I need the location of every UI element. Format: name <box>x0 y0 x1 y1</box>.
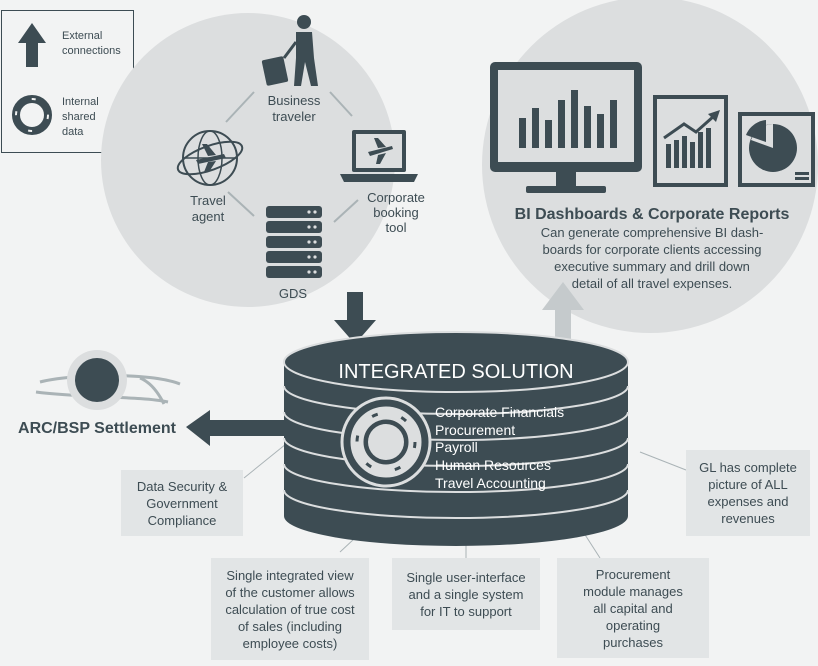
business-traveler-label-1: Business <box>268 93 321 108</box>
bi-desc-line-1: Can generate comprehensive BI dash- <box>541 225 764 240</box>
bi-desc-line-3: executive summary and drill down <box>554 259 750 274</box>
bi-desc-line-4: detail of all travel expenses. <box>572 276 732 291</box>
cycle-arrows-icon <box>340 396 432 488</box>
report-trend-icon <box>653 95 728 187</box>
travel-agent-label-1: Travel <box>190 193 226 208</box>
business-traveler-icon <box>261 15 318 86</box>
corporate-booking-label-2: booking <box>373 205 419 220</box>
legend-external-label: External connections <box>62 30 121 57</box>
callout-single-ui: Single user-interface and a single syste… <box>392 558 540 630</box>
monitor-bar-chart-icon <box>490 62 642 193</box>
callout-gl: GL has complete picture of ALL expenses … <box>686 450 810 536</box>
callout-integrated-view: Single integrated view of the customer a… <box>211 558 369 660</box>
report-pie-icon <box>738 112 815 187</box>
module-payroll: Payroll <box>435 439 478 455</box>
callout-data-security: Data Security & Government Compliance <box>121 470 243 536</box>
bi-desc-line-2: boards for corporate clients accessing <box>543 242 762 257</box>
module-travel-accounting: Travel Accounting <box>435 475 546 491</box>
travel-agent-label-2: agent <box>192 209 225 224</box>
corporate-booking-label-3: tool <box>386 220 407 235</box>
laptop-plane-icon <box>340 130 418 182</box>
bi-title: BI Dashboards & Corporate Reports <box>515 206 790 223</box>
travel-circle <box>101 13 395 307</box>
legend-internal-label: Internal shared data <box>62 96 99 138</box>
up-arrow-icon <box>18 23 46 67</box>
module-corporate-financials: Corporate Financials <box>435 404 564 420</box>
module-human-resources: Human Resources <box>435 457 551 473</box>
legend-icons <box>12 23 52 135</box>
globe-plane-icon <box>176 130 244 186</box>
legend-box: External connections Internal shared dat… <box>1 10 134 153</box>
gds-label: GDS <box>279 286 308 301</box>
arc-bsp-label: ARC/BSP Settlement <box>18 420 177 437</box>
settlement-globe-icon <box>35 350 181 410</box>
corporate-booking-label-1: Corporate <box>367 190 425 205</box>
module-procurement: Procurement <box>435 422 515 438</box>
server-stack-icon <box>266 206 322 278</box>
solution-title: INTEGRATED SOLUTION <box>338 361 573 383</box>
left-arrow-icon <box>186 410 290 446</box>
business-traveler-label-2: traveler <box>272 109 316 124</box>
cycle-icon <box>12 95 52 135</box>
up-arrow-light-icon <box>542 282 584 342</box>
callout-procurement: Procurement module manages all capital a… <box>557 558 709 658</box>
down-arrow-icon <box>334 292 376 344</box>
